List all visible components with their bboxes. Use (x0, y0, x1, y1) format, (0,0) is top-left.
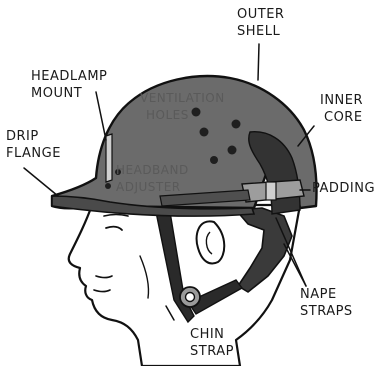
label-outer-shell: OUTER SHELL (237, 6, 284, 40)
padding-buckle (266, 182, 276, 200)
label-chin-strap: CHIN STRAP (190, 326, 234, 360)
label-nape-straps: NAPE STRAPS (300, 286, 353, 320)
label-ventilation-holes: VENTILATION HOLES (140, 90, 225, 124)
label-drip-flange: DRIP FLANGE (6, 128, 61, 162)
label-inner-core: INNER CORE (320, 92, 363, 126)
headlamp-mount-shape (106, 134, 112, 182)
label-headlamp-mount: HEADLAMP MOUNT (31, 68, 107, 102)
vent-hole (228, 146, 237, 155)
label-headband-adjuster: HEADBAND ADJUSTER (116, 162, 189, 196)
label-padding: PADDING (312, 180, 375, 197)
vent-hole (210, 156, 218, 164)
vent-hole (232, 120, 241, 129)
rivet (105, 183, 111, 189)
vent-hole (200, 128, 209, 137)
chin-buckle-inner (186, 293, 195, 302)
